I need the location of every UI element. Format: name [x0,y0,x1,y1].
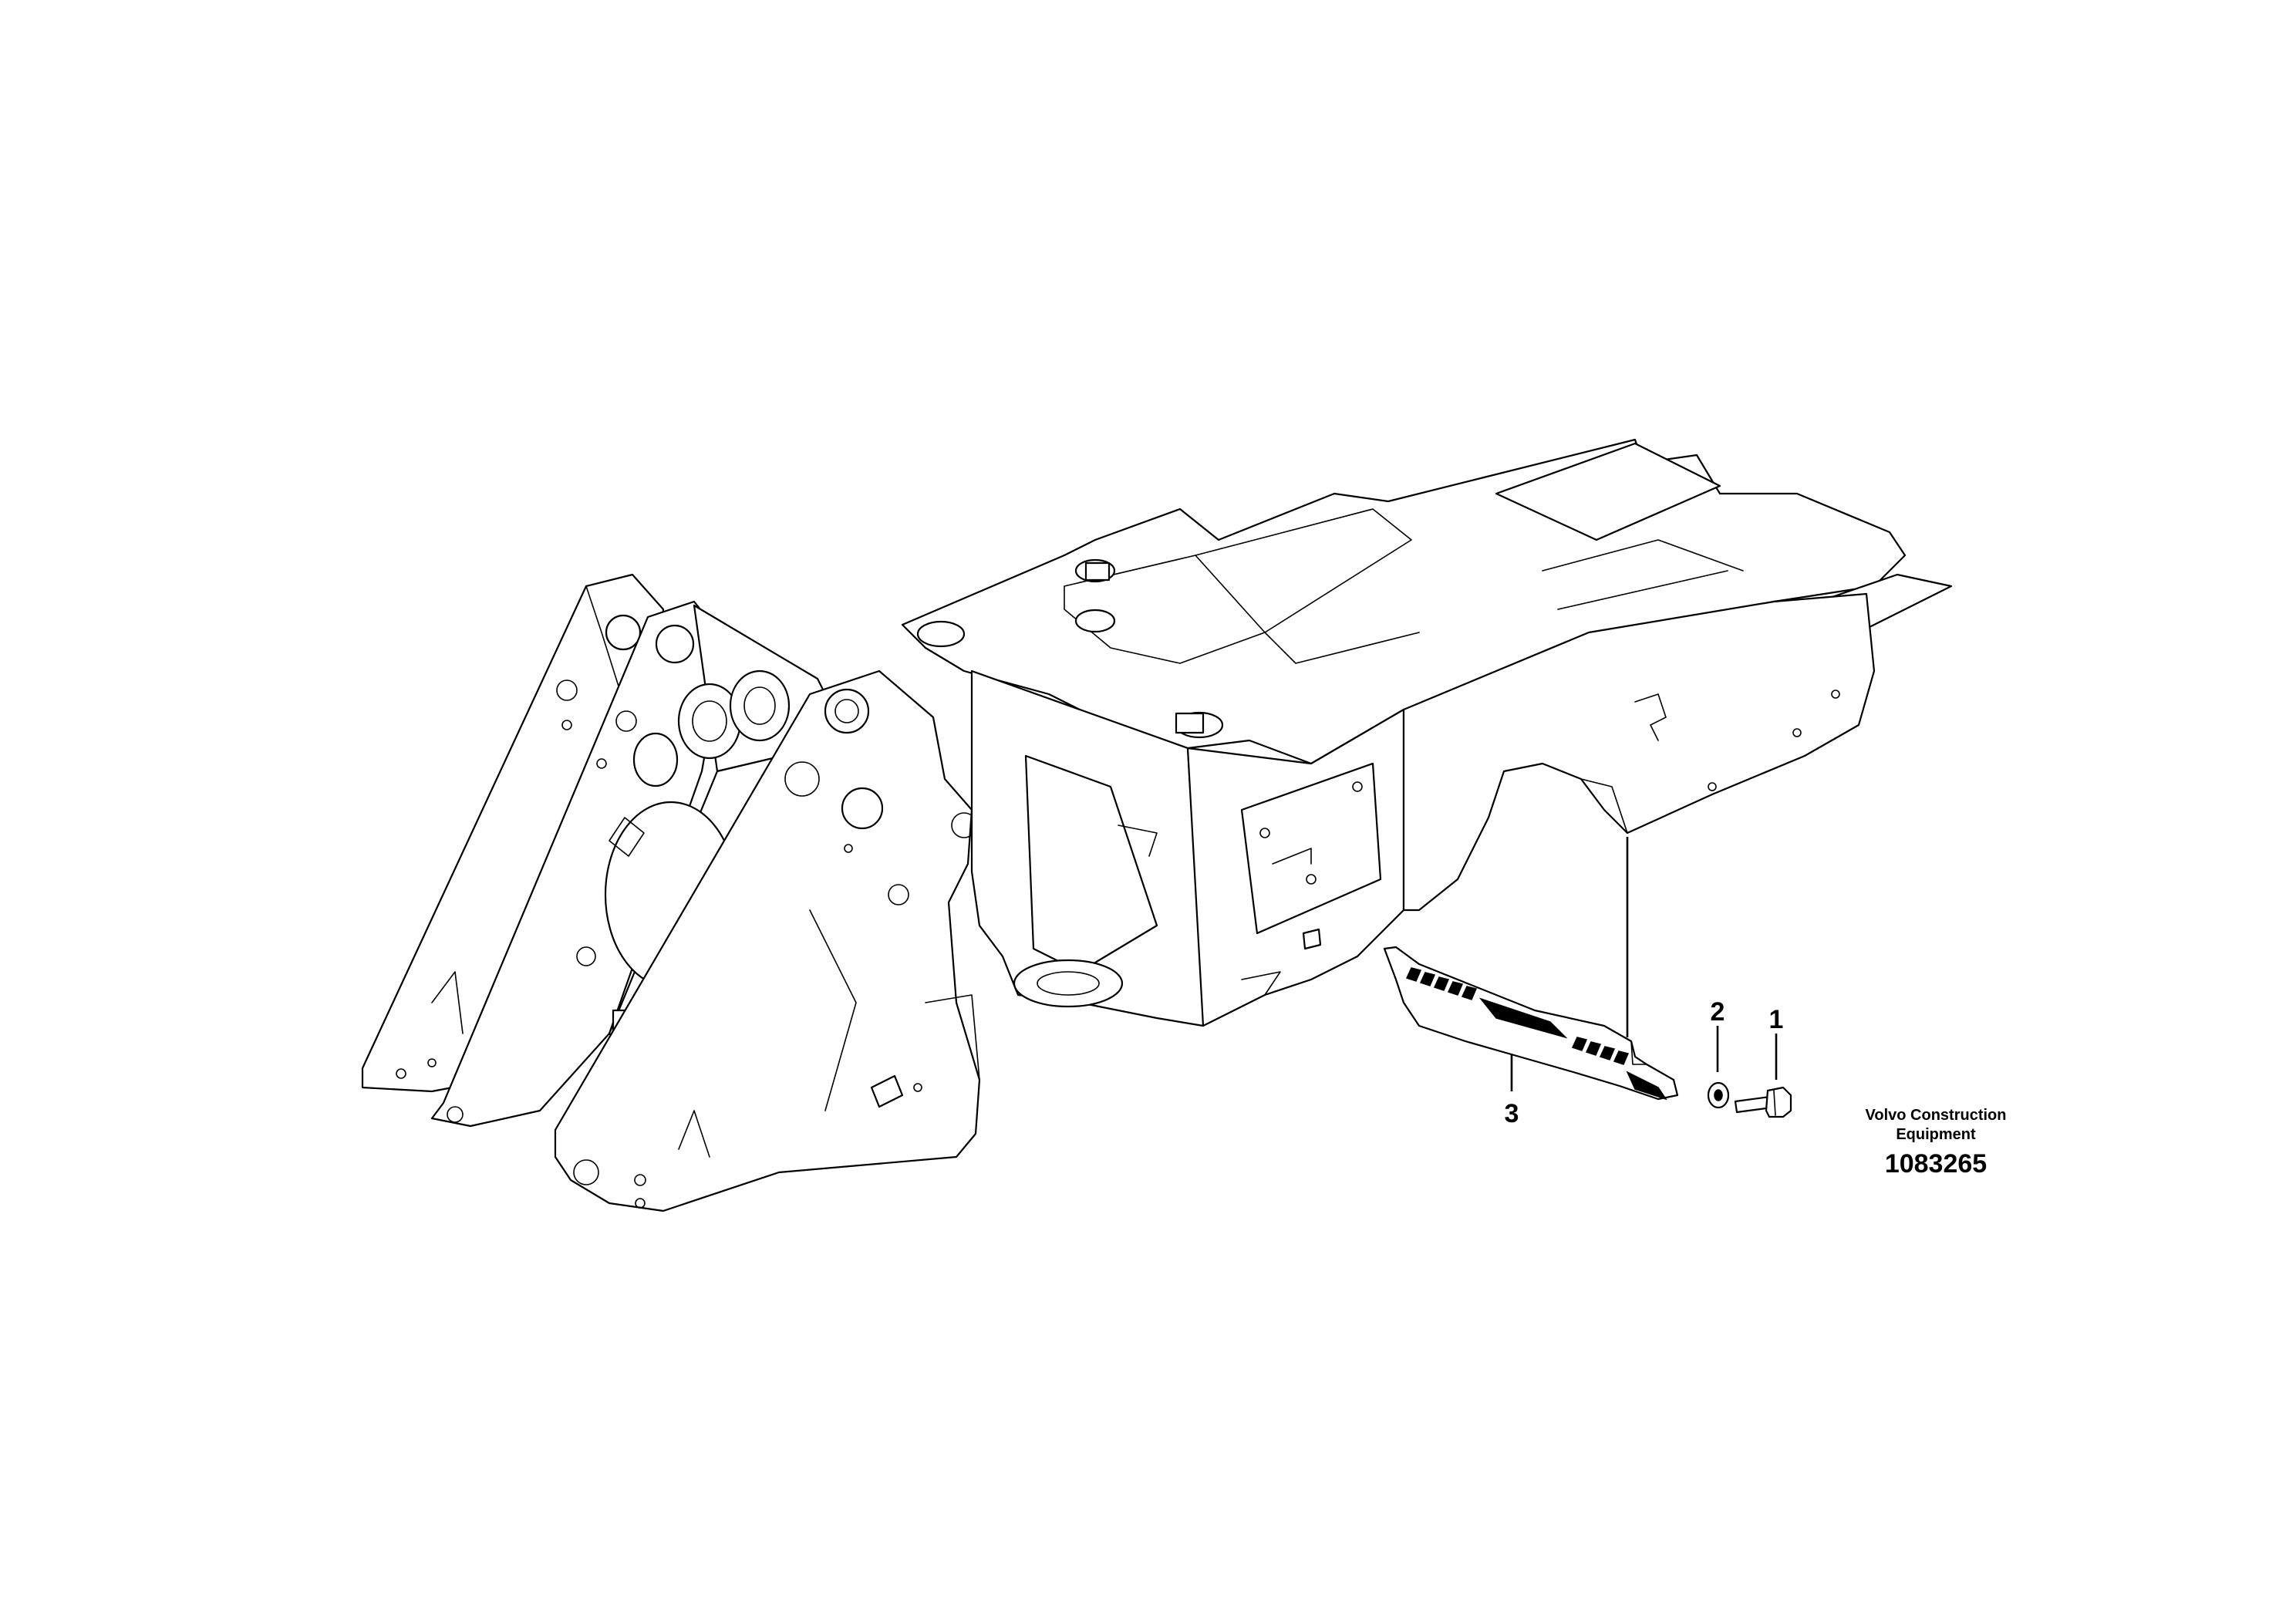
guard-plate [1383,946,1679,1101]
guard-plate-slots [1405,967,1630,1065]
callout-3: 3 [1505,1099,1519,1128]
illustration-number: 1083265 [1885,1149,1987,1179]
front-frame [361,573,981,1212]
rear-frame-side [1402,592,1876,912]
rear-frame [901,438,1953,1027]
callout-1: 1 [1769,1005,1784,1034]
publisher-line-2: Equipment [1896,1126,1976,1143]
callout-2: 2 [1711,997,1725,1027]
washer [1707,1081,1730,1109]
publisher-line-1: Volvo Construction [1866,1107,2007,1124]
rear-plate-upper [1495,442,1721,541]
bolt [1734,1086,1792,1118]
